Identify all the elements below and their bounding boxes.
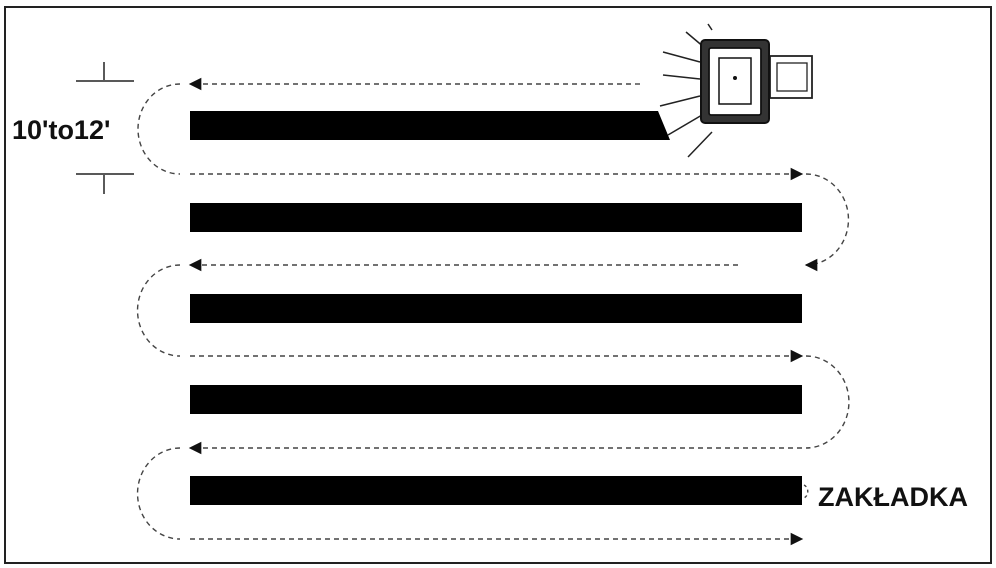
travel-paths xyxy=(136,77,850,546)
spread-strip-4 xyxy=(190,385,802,414)
turn-left-2 xyxy=(136,264,181,357)
turn-right-1 xyxy=(804,173,850,272)
turn-left-1 xyxy=(137,83,181,175)
zakladka-label: ZAKŁADKA xyxy=(818,482,968,512)
spread-strip-2 xyxy=(190,203,802,232)
spread-strip-3 xyxy=(190,294,802,323)
overlap-mark xyxy=(803,484,809,499)
spread-strips xyxy=(190,111,802,505)
spacing-dimension xyxy=(76,62,134,194)
turn-left-3 xyxy=(136,447,181,540)
spreader-machine-icon xyxy=(659,23,813,158)
diagram-frame xyxy=(4,6,992,564)
spread-strip-1 xyxy=(190,111,670,140)
spread-strip-5 xyxy=(190,476,802,505)
turn-right-2 xyxy=(805,355,850,449)
spacing-label: 10'to12' xyxy=(12,115,110,145)
